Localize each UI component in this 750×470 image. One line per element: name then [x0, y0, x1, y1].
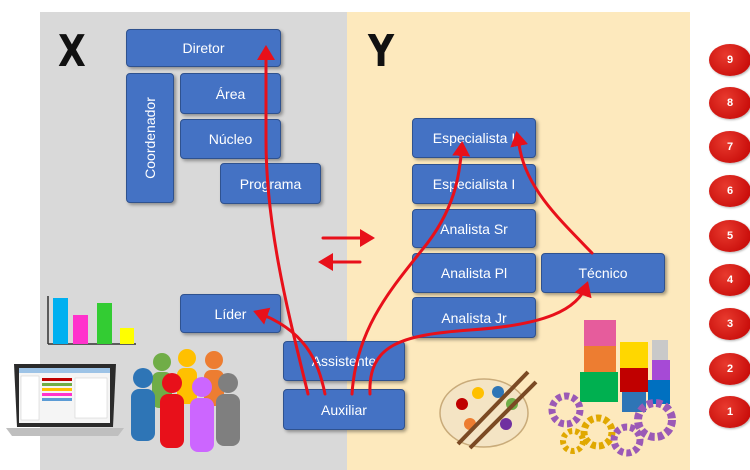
box-especialista-1[interactable]: Especialista I: [412, 118, 536, 158]
box-auxiliar[interactable]: Auxiliar: [283, 389, 405, 430]
box-lider[interactable]: Líder: [180, 294, 281, 333]
box-nucleo[interactable]: Núcleo: [180, 119, 281, 159]
box-area[interactable]: Área: [180, 73, 281, 114]
level-badge-3: 3: [709, 308, 750, 340]
box-diretor[interactable]: Diretor: [126, 29, 281, 67]
box-tecnico[interactable]: Técnico: [541, 253, 665, 293]
box-especialista-2[interactable]: Especialista I: [412, 164, 536, 204]
level-badge-6: 6: [709, 175, 750, 207]
label-x: X: [58, 26, 86, 77]
level-badge-8: 8: [709, 87, 750, 119]
box-programa[interactable]: Programa: [220, 163, 321, 204]
box-coordenador[interactable]: Coordenador: [126, 73, 174, 203]
level-badge-7: 7: [709, 131, 750, 163]
level-badge-9: 9: [709, 44, 750, 76]
label-y: Y: [368, 26, 395, 77]
level-badge-2: 2: [709, 353, 750, 385]
box-analista-sr[interactable]: Analista Sr: [412, 209, 536, 248]
level-badge-4: 4: [709, 264, 750, 296]
level-badge-1: 1: [709, 396, 750, 428]
box-analista-jr[interactable]: Analista Jr: [412, 297, 536, 338]
box-assistente[interactable]: Assistente: [283, 341, 405, 381]
level-badge-5: 5: [709, 220, 750, 252]
box-analista-pl[interactable]: Analista Pl: [412, 253, 536, 293]
